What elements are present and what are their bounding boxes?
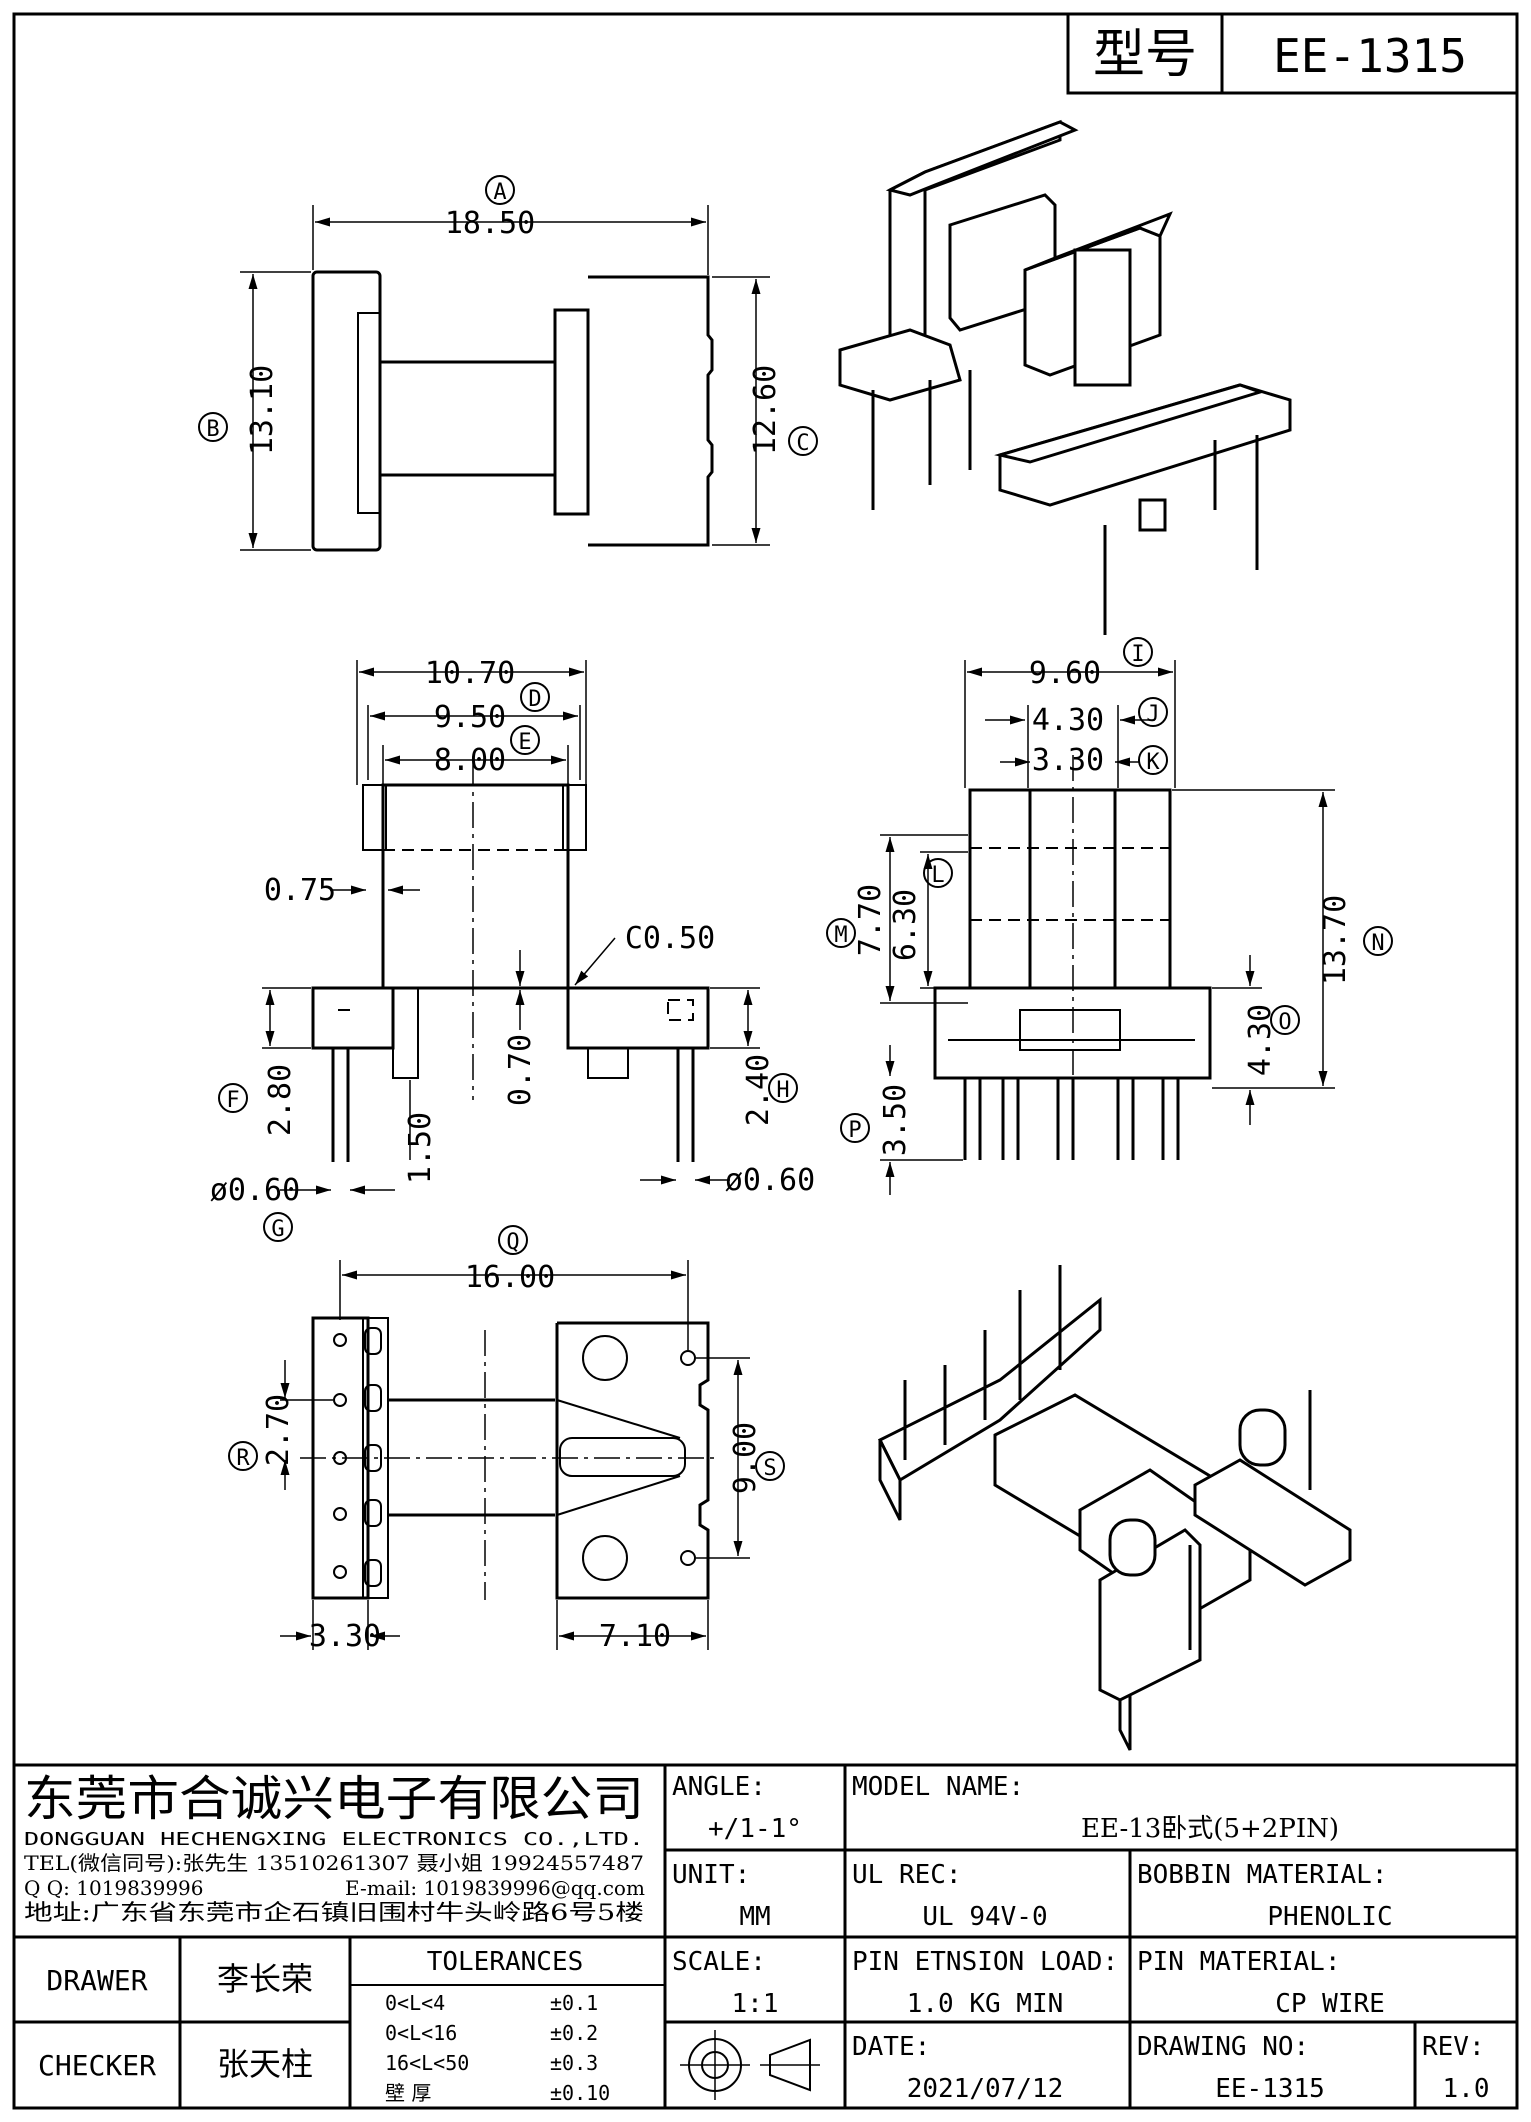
front-view: 10.70 9.50 D 8.00 E 0.75 C0.50 0.70 2.80… [210, 656, 815, 1242]
bottom-view: 16.00 Q 2.70 R 9.00 S 3.30 7.10 [228, 1225, 785, 1654]
iso-view-top [838, 119, 1292, 635]
drawer-name: 李长荣 [217, 1960, 313, 1998]
company-tel: TEL(微信同号):张先生 13510261307 聂小姐 1992455748… [24, 1851, 644, 1875]
model-header: 型号 EE-1315 [1066, 12, 1519, 95]
dim-N-letter: N [1371, 931, 1384, 956]
model-number: EE-1315 [1273, 29, 1467, 83]
dim-K-letter: K [1146, 750, 1160, 775]
dim-330-value: 3.30 [309, 1619, 381, 1654]
bobbin-value: PHENOLIC [1267, 1902, 1392, 1932]
angle-value: +/1-1° [708, 1814, 802, 1844]
tol-range-1: 0<L<4 [385, 1991, 445, 2015]
date-value: 2021/07/12 [907, 2074, 1064, 2104]
side-view: 18.50 A 13.10 B 12.60 C [198, 175, 818, 552]
dim-B-value: 13.10 [245, 365, 280, 455]
iso-view-bottom [877, 1265, 1352, 1751]
dim-M-value: 7.70 [853, 884, 888, 956]
dim-I-value: 9.60 [1029, 656, 1101, 691]
dim-I-letter: I [1131, 642, 1144, 667]
dim-S-letter: S [763, 1456, 776, 1481]
dim-L-letter: L [931, 863, 944, 888]
dim-E-value: 8.00 [434, 743, 506, 778]
dim-J-letter: J [1146, 702, 1159, 727]
dim-A-value: 18.50 [445, 206, 535, 241]
company-en: DONGGUAN HECHENGXING ELECTRONICS CO.,LTD… [24, 1829, 644, 1850]
tol-range-4: 壁 厚 [385, 2081, 431, 2105]
unit-value: MM [739, 1902, 770, 1932]
dim-Q-letter: Q [506, 1230, 519, 1255]
drawing-no-label: DRAWING NO: [1137, 2032, 1309, 2062]
dim-C-letter: C [796, 431, 809, 456]
bobbin-label: BOBBIN MATERIAL: [1137, 1860, 1387, 1890]
dim-Q-value: 16.00 [465, 1260, 555, 1295]
dim-150-value: 1.50 [403, 1112, 438, 1184]
dim-D-value: 9.50 [434, 700, 506, 735]
angle-label: ANGLE: [672, 1772, 766, 1802]
checker-name: 张天柱 [217, 2045, 313, 2083]
dim-M-letter: M [834, 923, 847, 948]
drawing-border [12, 12, 1519, 2110]
dim-K-value: 3.30 [1032, 743, 1104, 778]
dim-G-letter: G [271, 1217, 284, 1242]
end-view: 9.60 I 4.30 J 3.30 K 7.70 M 6.30 L 13.70… [826, 637, 1393, 1195]
company-cn: 东莞市合诚兴电子有限公司 [24, 1771, 644, 1827]
dim-1070-value: 10.70 [425, 656, 515, 691]
title-block: 东莞市合诚兴电子有限公司 DONGGUAN HECHENGXING ELECTR… [14, 1763, 1517, 2108]
dim-O-letter: O [1278, 1010, 1291, 1035]
tol-value-2: ±0.2 [550, 2021, 598, 2045]
company-email: E-mail: 1019839996@qq.com [345, 1876, 645, 1900]
dim-A-letter: A [493, 180, 506, 205]
dim-N-value: 13.70 [1318, 895, 1353, 985]
pin-material-value: CP WIRE [1275, 1989, 1385, 2019]
scale-value: 1:1 [732, 1989, 779, 2019]
pin-load-value: 1.0 KG MIN [907, 1989, 1064, 2019]
pin-load-label: PIN ETNSION LOAD: [852, 1947, 1118, 1977]
checker-label: CHECKER [38, 2049, 156, 2082]
dim-G-value: ø0.60 [210, 1173, 300, 1208]
projection-symbol-icon [680, 2030, 820, 2100]
company-address: 地址:广东省东莞市企石镇旧围村牛头岭路6号5楼 [24, 1901, 644, 1926]
dim-pin-dia-right-value: ø0.60 [725, 1163, 815, 1198]
scale-label: SCALE: [672, 1947, 766, 1977]
dim-J-value: 4.30 [1032, 703, 1104, 738]
dim-C-value: 12.60 [748, 365, 783, 455]
drawing-no-value: EE-1315 [1215, 2074, 1325, 2104]
dim-L-value: 6.30 [888, 889, 923, 961]
rev-label: REV: [1422, 2032, 1485, 2062]
dim-chamfer-value: C0.50 [625, 921, 715, 956]
dim-B-letter: B [206, 417, 219, 442]
dim-710-value: 7.10 [599, 1619, 671, 1654]
dim-P-letter: P [848, 1118, 861, 1143]
company-qq: Q Q: 1019839996 [24, 1876, 204, 1900]
tol-range-3: 16<L<50 [385, 2051, 469, 2075]
dim-H-value: 2.40 [741, 1054, 776, 1126]
tolerances-label: TOLERANCES [427, 1947, 584, 1977]
unit-label: UNIT: [672, 1860, 750, 1890]
dim-D-letter: D [528, 687, 541, 712]
dim-075-value: 0.75 [264, 873, 336, 908]
dim-R-value: 2.70 [261, 1394, 296, 1466]
dim-070-value: 0.70 [503, 1034, 538, 1106]
dim-F-value: 2.80 [263, 1064, 298, 1136]
drawer-label: DRAWER [46, 1964, 147, 1997]
dim-P-value: 3.50 [878, 1084, 913, 1156]
date-label: DATE: [852, 2032, 930, 2062]
type-label: 型号 [1093, 25, 1197, 85]
ul-label: UL REC: [852, 1860, 962, 1890]
dim-S-value: 9.00 [728, 1422, 763, 1494]
model-name-value: EE-13卧式(5+2PIN) [1081, 1814, 1339, 1844]
rev-value: 1.0 [1443, 2074, 1490, 2104]
tol-value-1: ±0.1 [550, 1991, 598, 2015]
model-name-label: MODEL NAME: [852, 1772, 1024, 1802]
dim-H-letter: H [776, 1078, 789, 1103]
ul-value: UL 94V-0 [922, 1902, 1047, 1932]
dim-E-letter: E [518, 730, 531, 755]
pin-material-label: PIN MATERIAL: [1137, 1947, 1341, 1977]
dim-R-letter: R [236, 1446, 250, 1471]
tol-value-4: ±0.10 [550, 2081, 610, 2105]
tol-value-3: ±0.3 [550, 2051, 598, 2075]
dim-F-letter: F [226, 1088, 239, 1113]
tol-range-2: 0<L<16 [385, 2021, 457, 2045]
